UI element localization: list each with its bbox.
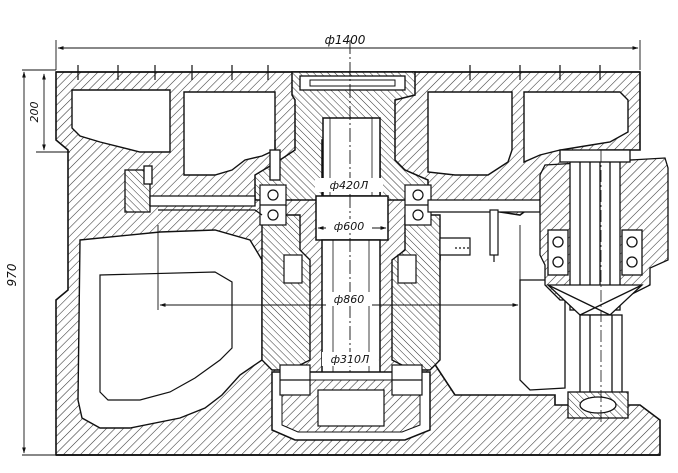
bearing-mid-right bbox=[397, 254, 417, 284]
drive-assembly bbox=[539, 149, 669, 425]
cavity-top-right-2 bbox=[523, 91, 629, 164]
bearings bbox=[259, 184, 432, 396]
lube-fitting-right bbox=[489, 209, 499, 256]
label-overall-height: 970 bbox=[5, 263, 19, 286]
cavity-top-left-1 bbox=[71, 89, 171, 153]
cavity-top-right-1 bbox=[427, 91, 513, 176]
bearing-mid-left bbox=[283, 254, 303, 284]
label-shaft-lower: ф310Л bbox=[331, 353, 370, 366]
spindle-collar bbox=[315, 195, 389, 241]
label-top-wall: 200 bbox=[28, 102, 41, 123]
spindle-sleeve bbox=[261, 214, 441, 441]
hub-top-cap-inner bbox=[309, 79, 396, 87]
label-bearing-span: ф860 bbox=[334, 293, 364, 306]
right-fittings bbox=[427, 199, 541, 262]
sleeve-left-wall bbox=[261, 214, 311, 371]
label-shaft-mid: ф600 bbox=[334, 220, 364, 233]
cavity-top-left-2 bbox=[183, 91, 276, 176]
label-overall-width: ф1400 bbox=[325, 33, 366, 47]
label-shaft-upper: ф420Л bbox=[330, 179, 369, 192]
left-guides bbox=[124, 140, 281, 216]
lube-fitting-left bbox=[269, 149, 281, 181]
